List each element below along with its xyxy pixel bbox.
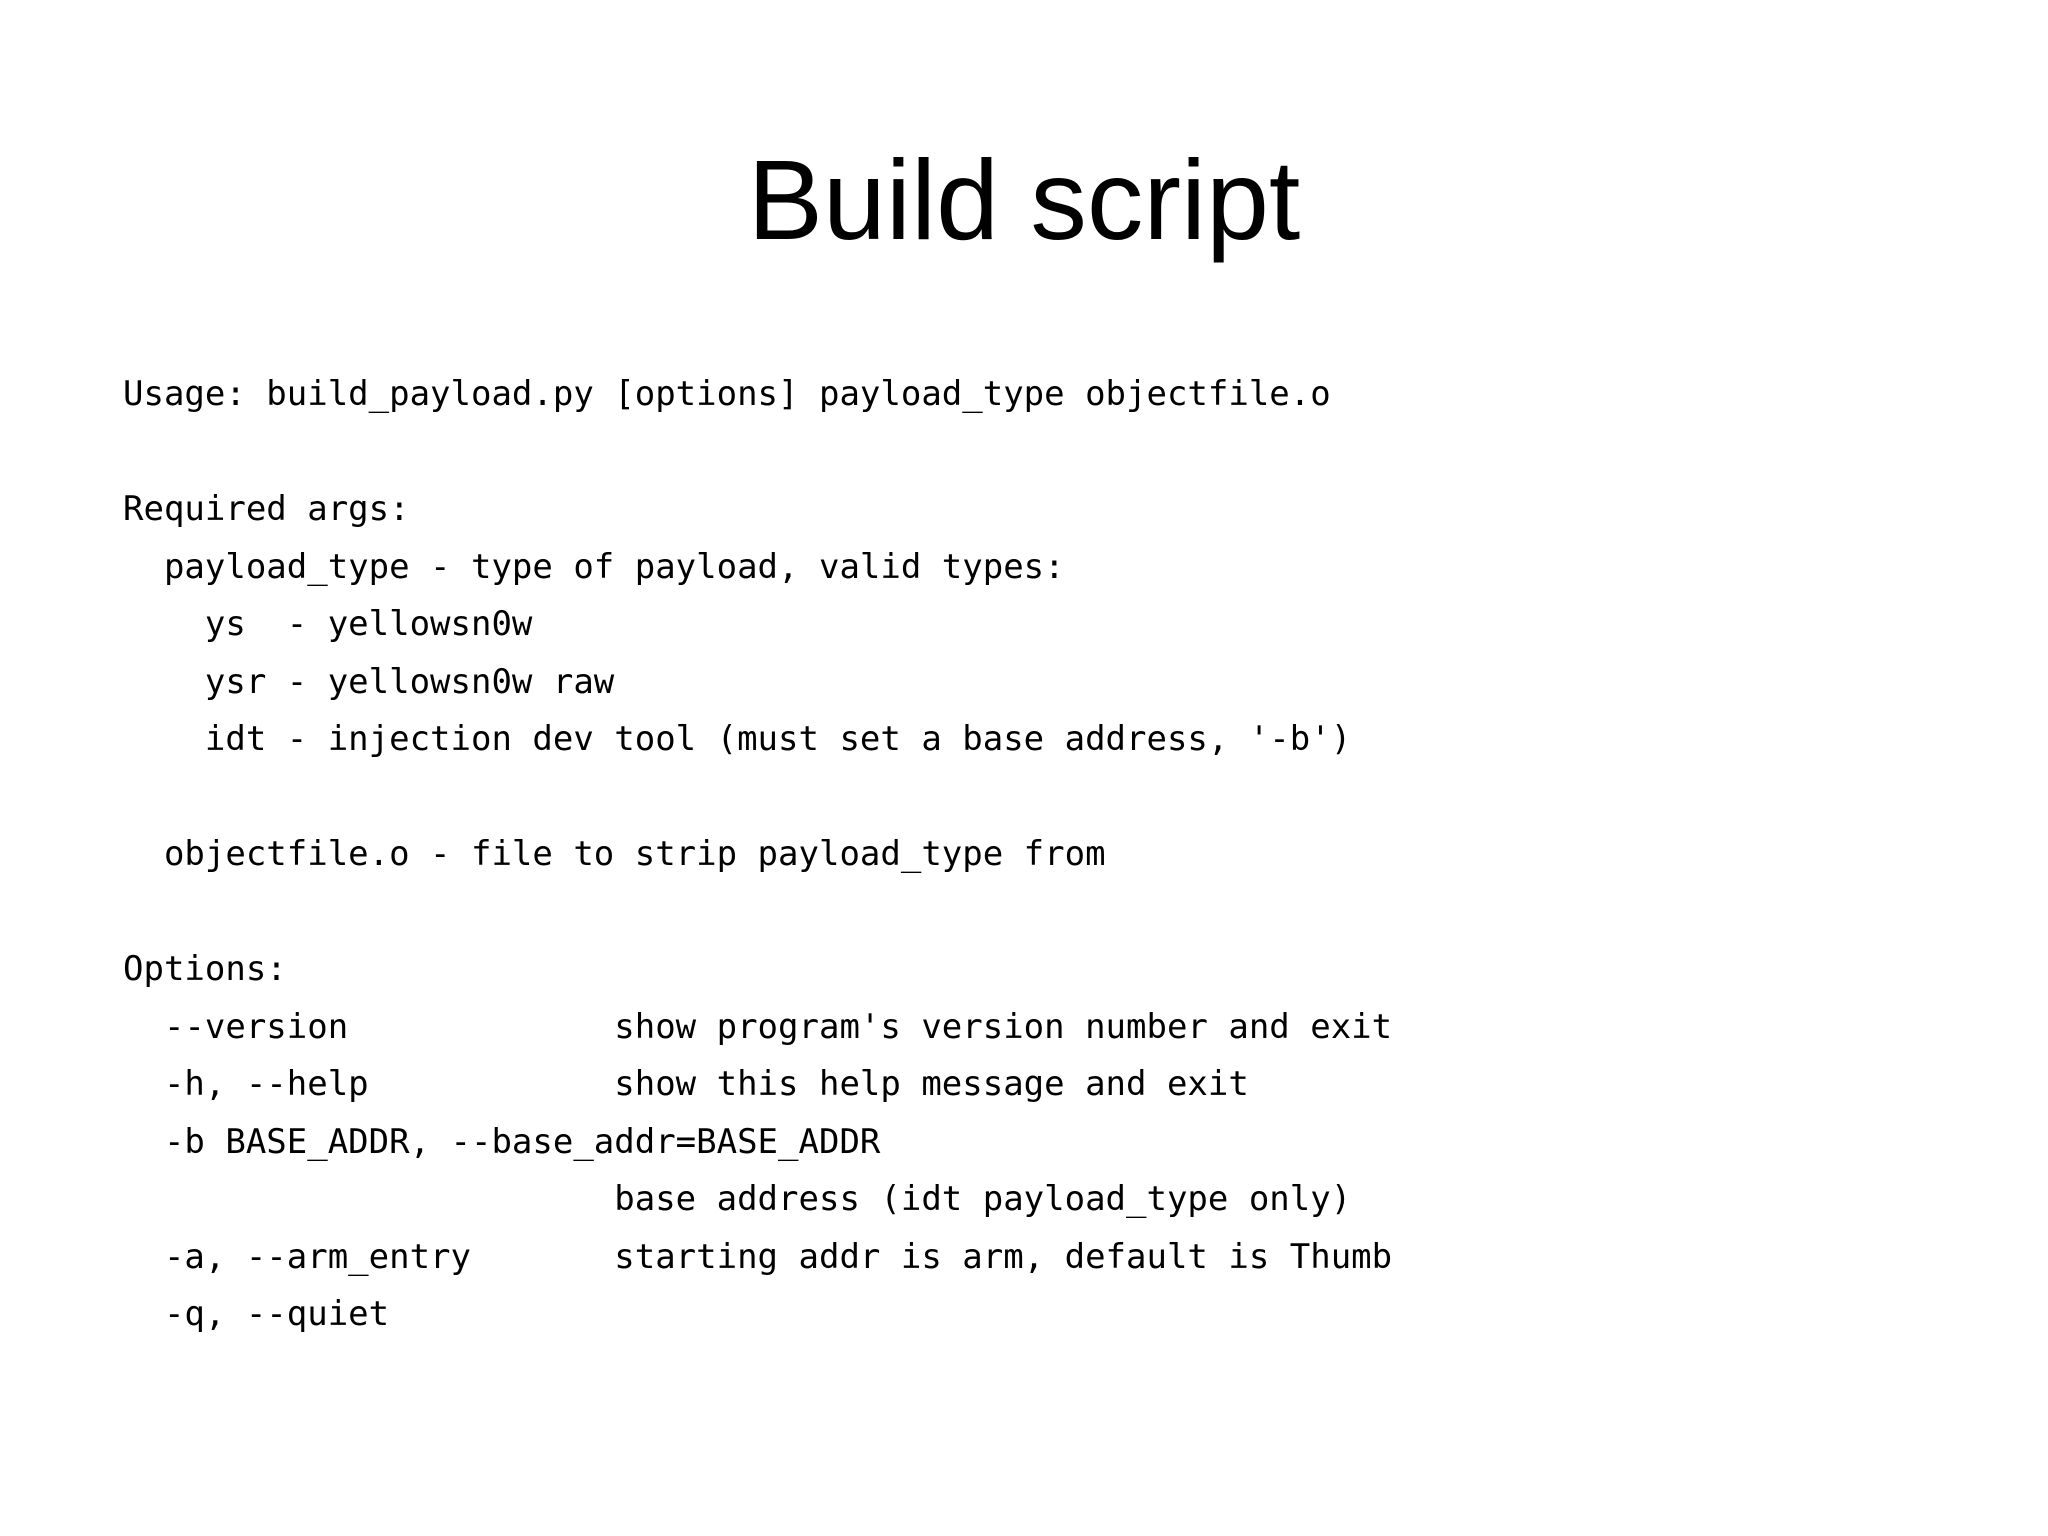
slide-title: Build script [747,137,1301,263]
build-script-help-text: Usage: build_payload.py [options] payloa… [123,374,1393,1334]
